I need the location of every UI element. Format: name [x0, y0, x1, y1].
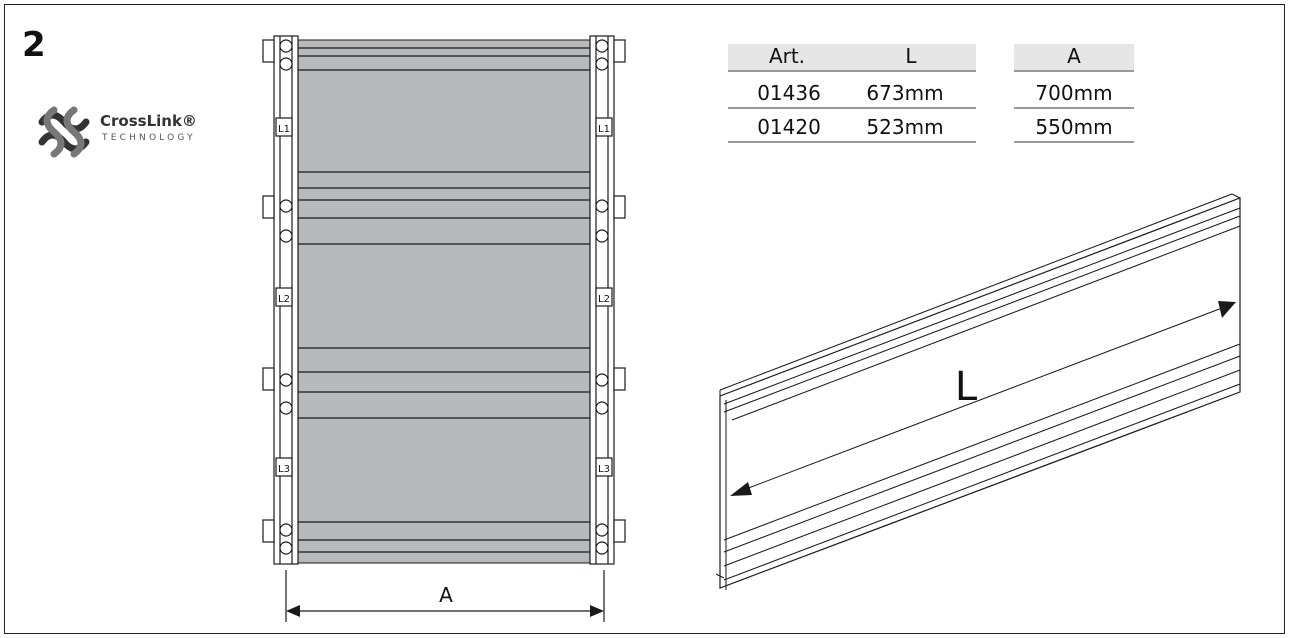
- table-cell-art: 01436: [757, 81, 821, 105]
- width-arrow-right-icon: [590, 605, 604, 617]
- width-dimension: [285, 570, 605, 622]
- table-cell-l: 673mm: [866, 81, 944, 105]
- panel-label-left-1: L1: [278, 124, 290, 135]
- length-arrow-right-icon: [1218, 301, 1236, 318]
- crosslink-logo: CrossLink® TECHNOLOGY: [32, 100, 222, 170]
- logo-subtitle: TECHNOLOGY: [102, 133, 196, 143]
- table-cell-a: 700mm: [1035, 81, 1113, 105]
- table-header-l: L: [846, 44, 976, 70]
- panel-label-right-3: L3: [598, 464, 610, 475]
- table-cell-a: 550mm: [1035, 115, 1113, 139]
- table-header-art: Art.: [728, 44, 846, 70]
- right-upright: [589, 35, 626, 565]
- rail-profile: [719, 197, 1241, 589]
- figure-frame: [4, 4, 1285, 634]
- rail-edges: [715, 193, 1241, 590]
- width-arrow-left-icon: [286, 605, 300, 617]
- panel-label-right-1: L1: [598, 124, 610, 135]
- length-dimension-line: [737, 307, 1223, 493]
- left-upright: [262, 35, 299, 565]
- panel-label-left-2: L2: [278, 294, 290, 305]
- crosslink-emblem-icon: [38, 106, 90, 158]
- logo-name: CrossLink®: [100, 112, 197, 130]
- panel-label-left-3: L3: [278, 464, 290, 475]
- length-label: L: [955, 364, 978, 410]
- horizontal-rails: [298, 47, 590, 553]
- figure-number: 2: [22, 25, 46, 65]
- width-label: A: [439, 583, 453, 607]
- table-header-a: A: [1014, 44, 1134, 70]
- panel-label-right-2: L2: [598, 294, 610, 305]
- table-cell-art: 01420: [757, 115, 821, 139]
- table-cell-l: 523mm: [866, 115, 944, 139]
- length-arrow-left-icon: [730, 482, 752, 496]
